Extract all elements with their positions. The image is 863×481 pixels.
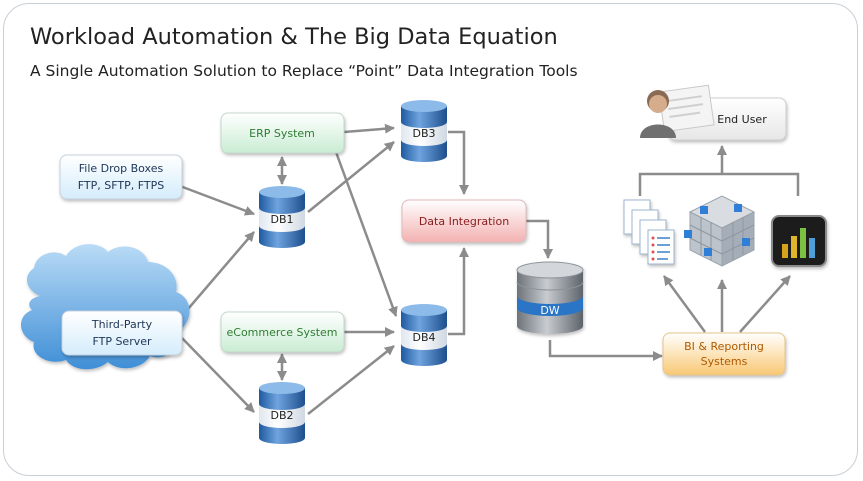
bi-reporting-title: BI & Reporting: [684, 340, 764, 353]
third-party-ftp-node: Third-Party FTP Server: [61, 310, 183, 356]
third-party-subtitle: FTP Server: [92, 335, 152, 348]
arrow-bi-chart: [739, 275, 791, 333]
database-db3: DB3: [401, 100, 447, 162]
bracket-outputs: [638, 172, 800, 196]
data-integration-node: Data Integration: [401, 199, 527, 243]
arrow-db3-dataintegration: [448, 130, 469, 195]
arrow-erp-db4: [334, 151, 398, 317]
arrow-dataintegration-dw: [526, 219, 553, 259]
connectors: [179, 123, 800, 415]
file-drop-boxes-node: File Drop Boxes FTP, SFTP, FTPS: [59, 154, 183, 200]
db2-label: DB2: [270, 409, 293, 422]
db3-label: DB3: [412, 127, 435, 140]
page-subtitle: A Single Automation Solution to Replace …: [30, 62, 578, 80]
arrow-thirdparty-db1: [181, 231, 255, 317]
arrow-db4-dataintegration: [448, 247, 469, 336]
bar-chart-icon: [771, 215, 827, 267]
page-title: Workload Automation & The Big Data Equat…: [30, 24, 558, 50]
database-db1: DB1: [259, 186, 305, 248]
db1-label: DB1: [270, 213, 293, 226]
arrow-thirdparty-db2: [181, 337, 255, 413]
erp-system-node: ERP System: [220, 112, 345, 154]
end-user-label: End User: [717, 113, 767, 126]
database-db2: DB2: [259, 382, 305, 444]
arrow-db1-db3: [307, 141, 395, 213]
data-cube-icon: [684, 195, 756, 267]
user-document-icon: [640, 84, 715, 138]
ecommerce-system-label: eCommerce System: [227, 326, 338, 339]
arrow-bi-reports: [662, 275, 707, 333]
ecommerce-system-node: eCommerce System: [220, 311, 345, 353]
arrow-filedrop-db1: [179, 184, 255, 216]
erp-system-label: ERP System: [249, 127, 315, 140]
report-list-icon: [623, 199, 675, 265]
file-drop-protocols: FTP, SFTP, FTPS: [78, 179, 164, 192]
database-db4: DB4: [401, 304, 447, 366]
bi-reporting-subtitle: Systems: [701, 355, 748, 368]
file-drop-title: File Drop Boxes: [79, 162, 164, 175]
bi-reporting-node: BI & Reporting Systems: [662, 332, 786, 376]
data-warehouse-dw: DW: [516, 261, 584, 334]
dw-label: DW: [540, 304, 559, 317]
data-integration-label: Data Integration: [419, 215, 509, 228]
arrow-dw-bi: [548, 340, 663, 361]
arrow-db2-db4: [307, 345, 395, 415]
arrow-erp-db3: [343, 123, 395, 134]
db4-label: DB4: [412, 331, 435, 344]
third-party-title: Third-Party: [91, 318, 153, 331]
